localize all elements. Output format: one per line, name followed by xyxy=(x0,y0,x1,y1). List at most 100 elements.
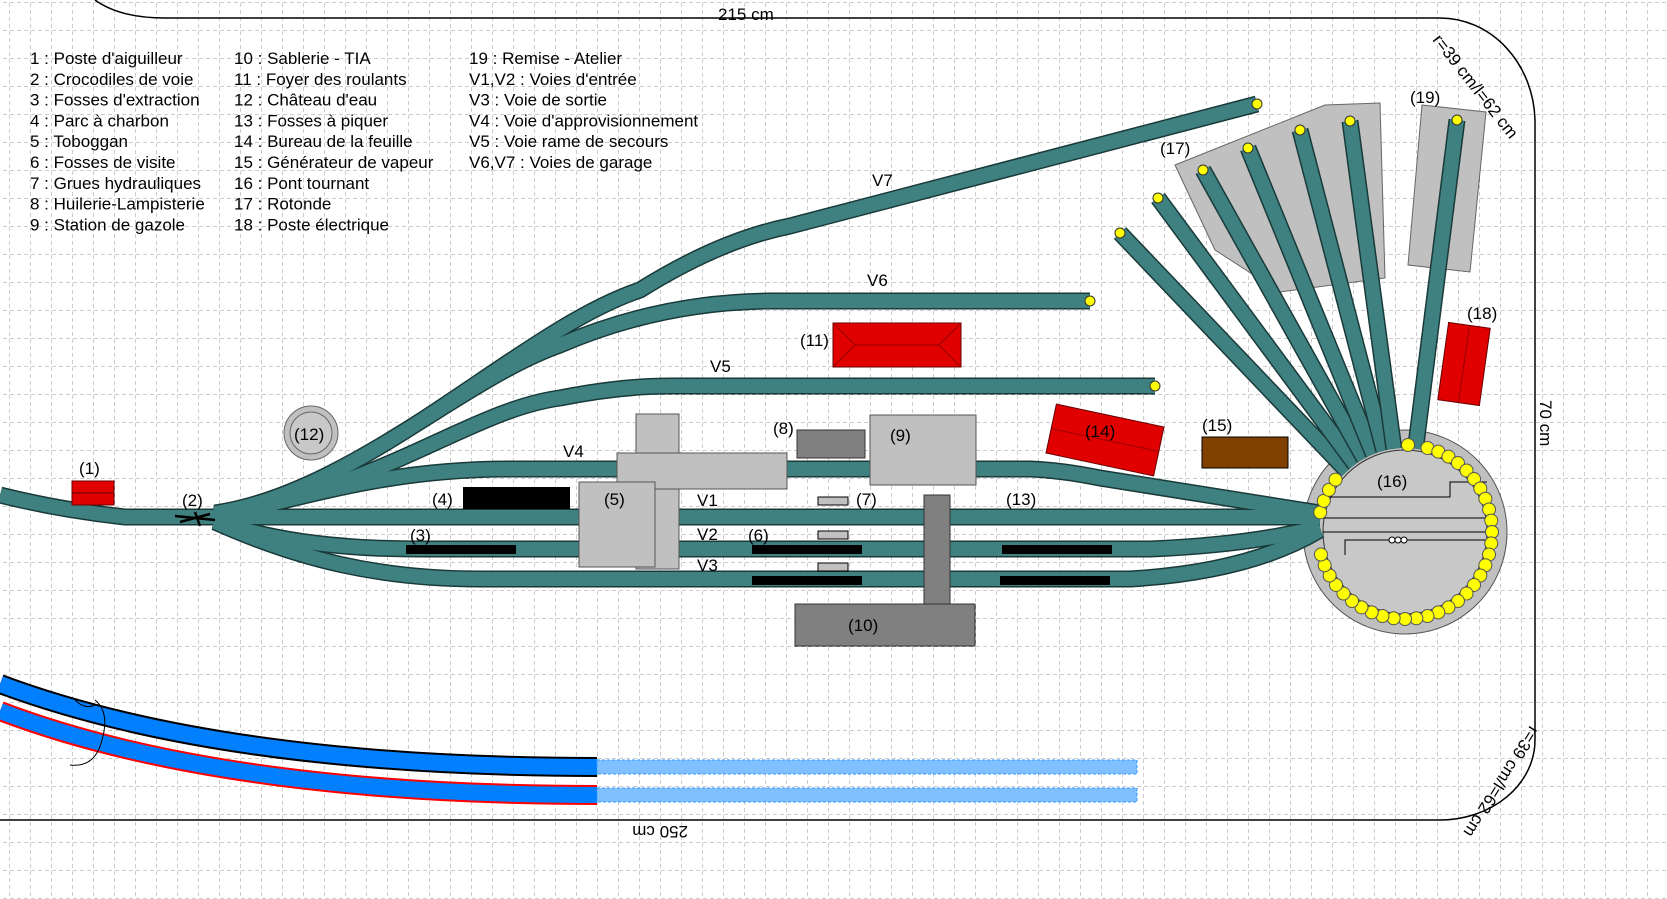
dim-top: 215 cm xyxy=(718,5,774,24)
bureau-de-la-feuille[interactable] xyxy=(1045,403,1165,477)
layout-border xyxy=(0,0,1536,821)
legend-item: 6 : Fosses de visite xyxy=(30,153,176,172)
label-9: (9) xyxy=(890,426,911,445)
poste-aiguilleur[interactable] xyxy=(71,480,115,506)
legend-item: V4 : Voie d'approvisionnement xyxy=(469,111,698,130)
legend: 1 : Poste d'aiguilleur 2 : Crocodiles de … xyxy=(30,49,698,234)
label-8: (8) xyxy=(773,419,794,438)
legend-item: 7 : Grues hydrauliques xyxy=(30,174,201,193)
label-2: (2) xyxy=(182,491,203,510)
parc-a-charbon[interactable] xyxy=(463,487,570,509)
legend-item: V6,V7 : Voies de garage xyxy=(469,153,652,172)
turntable[interactable] xyxy=(1302,429,1508,635)
sablerie-tia[interactable] xyxy=(794,603,976,647)
buffer-lamp xyxy=(1251,98,1263,110)
chateau-eau[interactable] xyxy=(283,405,339,461)
grues-hydrauliques[interactable] xyxy=(817,496,849,572)
label-1: (1) xyxy=(79,459,100,478)
label-v2: V2 xyxy=(697,525,718,544)
fosse-piquer-1 xyxy=(1002,545,1112,554)
label-11: (11) xyxy=(800,331,829,350)
radial-track[interactable] xyxy=(1241,145,1380,457)
huilerie-lampisterie[interactable] xyxy=(796,429,866,459)
label-5: (5) xyxy=(604,490,625,509)
label-14: (14) xyxy=(1085,422,1115,441)
dim-right: 70 cm xyxy=(1536,400,1555,446)
fosse-extraction xyxy=(406,545,516,554)
legend-item: 16 : Pont tournant xyxy=(234,174,369,193)
label-6: (6) xyxy=(748,526,769,545)
crocodiles-de-voie xyxy=(174,511,216,527)
legend-item: 15 : Générateur de vapeur xyxy=(234,153,434,172)
pit-lamp xyxy=(1313,547,1328,562)
label-v3: V3 xyxy=(697,556,718,575)
legend-item: V5 : Voie rame de secours xyxy=(469,132,668,151)
legend-item: 13 : Fosses à piquer xyxy=(234,111,388,130)
label-12: (12) xyxy=(294,425,324,444)
generateur-vapeur[interactable] xyxy=(1201,436,1289,469)
legend-item: 1 : Poste d'aiguilleur xyxy=(30,49,183,68)
labels: (1) (2) (3) (4) (5) (6) (7) (8) (9) (10)… xyxy=(79,88,1497,635)
buffer-lamp xyxy=(1294,124,1306,136)
label-16: (16) xyxy=(1377,472,1407,491)
pit-lamp xyxy=(1401,438,1416,453)
sablerie-conveyor xyxy=(923,494,951,606)
legend-item: V3 : Voie de sortie xyxy=(469,91,607,110)
radial-track[interactable] xyxy=(1114,228,1353,477)
foyer-des-roulants[interactable] xyxy=(832,322,962,368)
label-v5: V5 xyxy=(710,357,731,376)
buffer-lamp xyxy=(1197,164,1209,176)
legend-item: 17 : Rotonde xyxy=(234,195,331,214)
turntable-radial-tracks xyxy=(1084,98,1466,478)
buffer-lamp xyxy=(1114,227,1126,239)
toboggan-base xyxy=(578,481,656,568)
legend-item: 8 : Huilerie-Lampisterie xyxy=(30,195,205,214)
buildings xyxy=(71,321,1491,647)
fosse-visite-2 xyxy=(752,576,862,585)
radial-track[interactable] xyxy=(1152,193,1361,469)
pit-lamp xyxy=(1313,505,1328,520)
label-4: (4) xyxy=(432,490,453,509)
track-v7[interactable] xyxy=(213,97,1259,520)
label-18: (18) xyxy=(1467,304,1497,323)
track-v5[interactable] xyxy=(213,379,1155,522)
label-7: (7) xyxy=(856,490,877,509)
legend-item: 11 : Foyer des roulants xyxy=(234,70,407,89)
legend-item: V1,V2 : Voies d'entrée xyxy=(469,70,637,89)
label-17: (17) xyxy=(1160,139,1190,158)
label-v4: V4 xyxy=(563,442,584,461)
fosse-visite-1 xyxy=(752,545,862,554)
dim-bottom: 250 cm xyxy=(632,822,688,841)
label-v6: V6 xyxy=(867,271,888,290)
radial-track[interactable] xyxy=(1293,128,1391,453)
track-lead-v1[interactable] xyxy=(0,488,1320,524)
legend-item: 5 : Toboggan xyxy=(30,132,128,151)
label-19: (19) xyxy=(1410,88,1440,107)
radial-track[interactable] xyxy=(1408,119,1464,450)
pit-lamp xyxy=(1328,472,1343,487)
poste-electrique[interactable] xyxy=(1437,321,1491,407)
label-3: (3) xyxy=(410,526,431,545)
track-v3[interactable] xyxy=(212,515,1324,586)
label-v7: V7 xyxy=(872,171,893,190)
radial-track[interactable] xyxy=(1196,166,1371,463)
label-15: (15) xyxy=(1202,416,1232,435)
tracks xyxy=(0,95,1325,588)
label-10: (10) xyxy=(848,616,878,635)
buffer-lamp xyxy=(1084,295,1096,307)
buffer-lamp xyxy=(1344,115,1356,127)
main-line xyxy=(0,674,1138,805)
turntable-lamps xyxy=(1313,438,1499,626)
station-gazole[interactable] xyxy=(869,414,977,486)
legend-item: 2 : Crocodiles de voie xyxy=(30,70,193,89)
buffer-lamp xyxy=(1451,114,1463,126)
label-v1: V1 xyxy=(697,491,718,510)
legend-item: 12 : Château d'eau xyxy=(234,91,377,110)
legend-item: 19 : Remise - Atelier xyxy=(469,49,622,68)
legend-item: 3 : Fosses d'extraction xyxy=(30,91,200,110)
legend-item: 10 : Sablerie - TIA xyxy=(234,49,371,68)
buffer-lamp xyxy=(1149,380,1161,392)
label-13: (13) xyxy=(1006,490,1036,509)
radial-track[interactable] xyxy=(1343,120,1401,450)
